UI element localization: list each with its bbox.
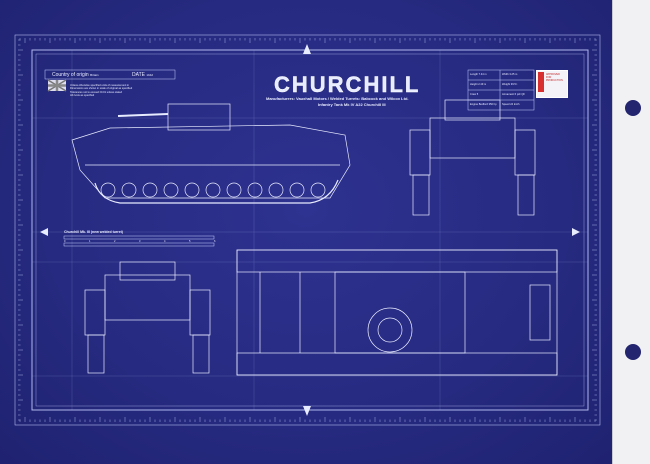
stamp-line: APPROVED: [546, 73, 560, 76]
note-line: Unless otherwise specified units of meas…: [70, 84, 130, 87]
road-wheel: [247, 182, 263, 198]
scale-bar: [63, 235, 215, 247]
drawing-title: CHURCHILL: [274, 72, 421, 97]
road-wheel: [268, 182, 284, 198]
note-line: Dimensions are shown in scale of origina…: [70, 87, 133, 91]
road-wheel: [121, 182, 137, 198]
title-block-cell: Length 7.44 m: [470, 73, 487, 76]
date-label: DATE: [132, 72, 145, 78]
scale-title: Churchill Mk. III (new welded turret): [64, 230, 123, 234]
tank-side-view: [71, 103, 351, 204]
binding-strip: [612, 0, 650, 464]
title-block-cell: Weight 39.5 t: [502, 83, 518, 86]
title-block-cell: Crew 5: [470, 93, 479, 96]
scale-tick-label: 3: [139, 240, 141, 243]
country-of-origin: Country of origin Britain: [52, 72, 99, 78]
outer-frame: [14, 34, 601, 426]
inner-frame: [31, 49, 589, 411]
tank-top-view: [236, 249, 558, 376]
stamp-line: FOR: [546, 76, 552, 79]
flag: [47, 79, 67, 92]
road-wheel: [289, 182, 305, 198]
scale-tick-label: 2: [114, 240, 116, 243]
blueprint-sheet: CHURCHILL Manufacturers: Vauxhall Motors…: [0, 0, 612, 464]
scale-tick-label: 0: [64, 240, 66, 243]
scale-tick-label: 4: [164, 240, 166, 243]
road-wheel: [142, 182, 158, 198]
country-value: Britain: [90, 73, 99, 77]
scale-tick-label: 5: [189, 240, 191, 243]
title-block-cell: Engine Bedford 350 hp: [470, 103, 497, 106]
scale-tick-label: 6: [214, 240, 216, 243]
note-line: Tolerances not to exceed ±0.01 unless st…: [70, 90, 123, 94]
tank-rear-view: [84, 261, 211, 374]
tank-front-view: [409, 99, 536, 216]
title-block-cell: Height 2.49 m: [470, 83, 487, 86]
blueprint-drawing: [14, 34, 601, 426]
title-block-grid: [467, 69, 535, 111]
date-field: DATE 1942: [132, 72, 153, 78]
country-label: Country of origin: [52, 72, 89, 78]
road-wheel: [310, 182, 326, 198]
date-value: 1942: [146, 73, 154, 77]
stamp-line: PRODUCTION: [546, 79, 563, 82]
ruler-ticks: [18, 38, 597, 422]
title-block-cell: Width 3.25 m: [502, 73, 518, 76]
manufacturer-text: Manufacturers: Vauxhall Motors / Welded …: [266, 96, 409, 101]
notes-text: Unless otherwise specified units of meas…: [70, 84, 132, 98]
model-text: Infantry Tank Mk IV A22 Churchill III: [318, 102, 386, 107]
title-block-cell: Armament 6 pdr QF: [502, 93, 525, 96]
punch-hole: [625, 344, 641, 360]
title-block-cell: Speed 24 km/h: [502, 103, 520, 106]
road-wheel: [163, 182, 179, 198]
road-wheel: [184, 182, 200, 198]
punch-hole: [625, 100, 641, 116]
road-wheel: [205, 182, 221, 198]
grid-lines: [32, 50, 588, 410]
road-wheel: [100, 182, 116, 198]
frame-arrows: [40, 44, 580, 416]
scale-tick-label: 1: [89, 240, 91, 243]
road-wheel: [226, 182, 242, 198]
note-line: All rivets as specified: [70, 94, 95, 98]
